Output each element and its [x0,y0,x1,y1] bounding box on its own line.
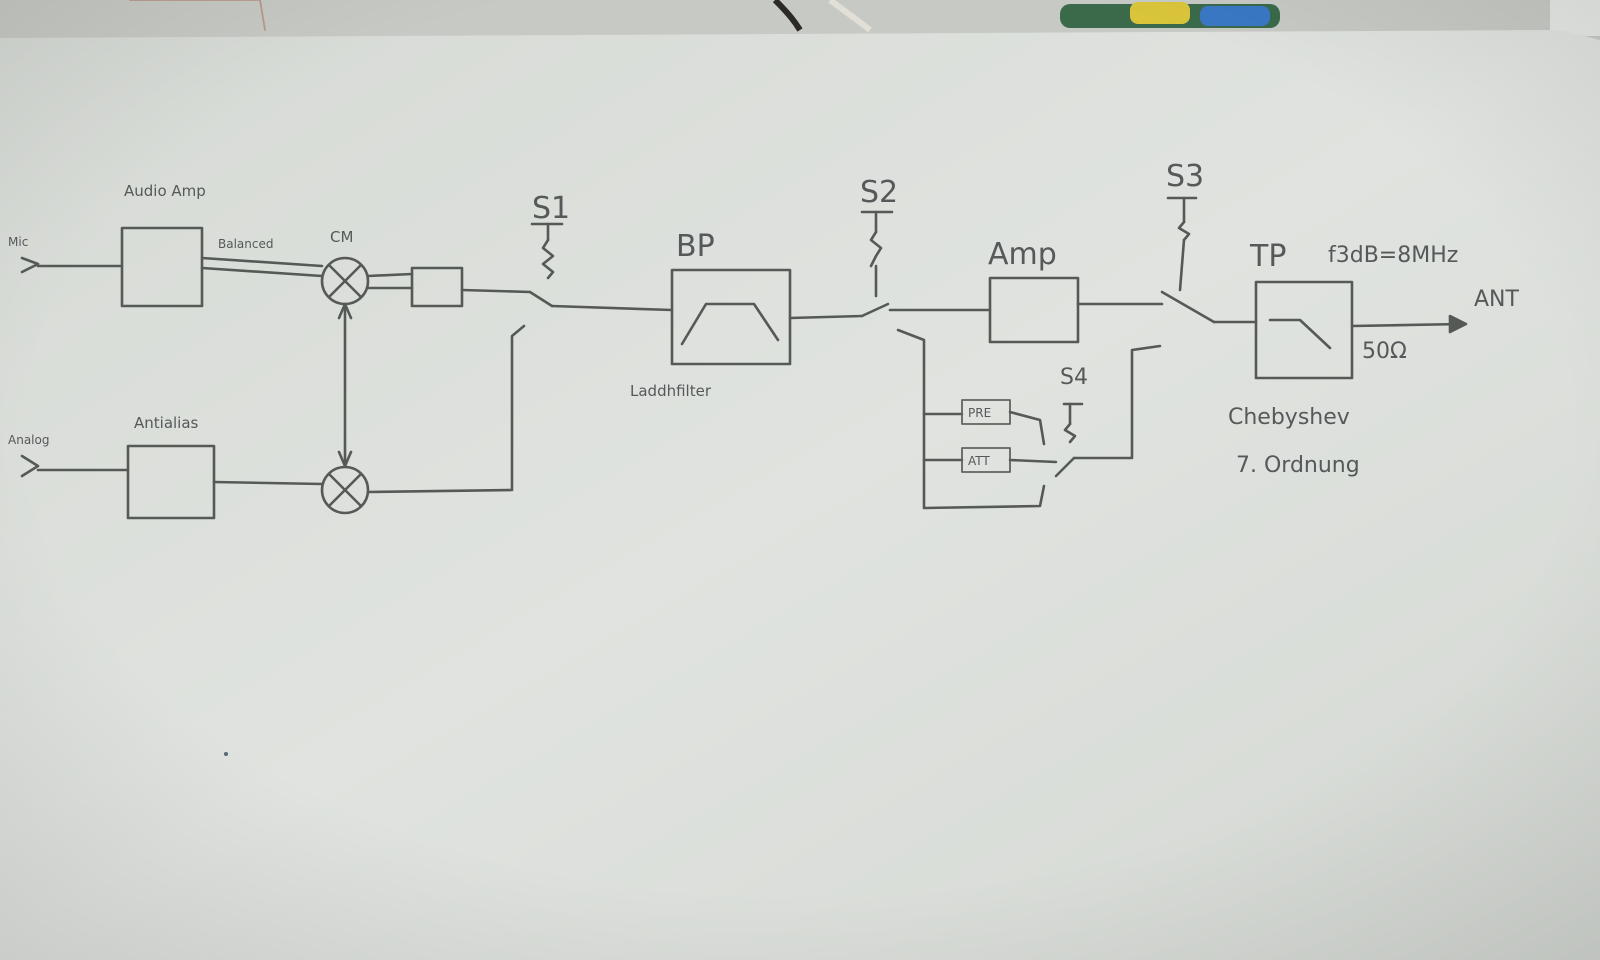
svg-text:S2: S2 [860,175,898,210]
svg-text:TP: TP [1249,239,1286,274]
svg-text:Audio Amp: Audio Amp [124,182,206,200]
wire-antialias-to-mixer [212,480,324,486]
ink-dot [224,752,228,756]
bypass-return-wire [1072,344,1162,460]
lo-link-arrow [337,302,353,468]
svg-text:ANT: ANT [1474,287,1520,312]
upper-filter-box [410,266,464,308]
svg-text:Mic: Mic [8,235,28,249]
svg-text:50Ω: 50Ω [1362,339,1407,364]
svg-text:Balanced: Balanced [218,237,273,251]
svg-text:ATT: ATT [968,454,990,468]
lowpass-block: TP f3dB=8MHz Chebyshev 7. Ordnung [1228,239,1458,478]
bypass-outer-wire [896,328,1046,510]
svg-text:CM: CM [330,228,353,246]
svg-text:7. Ordnung: 7. Ordnung [1236,453,1360,478]
switch-s3: S3 [1160,159,1216,324]
mixer-to-box-wires [366,272,414,290]
svg-text:Chebyshev: Chebyshev [1228,405,1350,430]
wire-bp-to-s2 [788,314,864,320]
amp-block: Amp [988,237,1080,344]
svg-text:S1: S1 [532,191,570,226]
svg-text:S4: S4 [1060,365,1088,390]
wire-lower-mixer-to-s1 [366,324,526,494]
svg-text:PRE: PRE [968,406,991,420]
wire-att-to-s4 [1008,458,1058,464]
wire-box-to-s1 [460,288,532,294]
wire-s1-to-bp [550,304,674,312]
svg-text:Laddhfilter: Laddhfilter [630,382,712,400]
svg-text:Amp: Amp [988,237,1057,272]
svg-text:S3: S3 [1166,159,1204,194]
svg-text:Antialias: Antialias [134,414,199,432]
switch-s4: S4 [1054,365,1088,478]
wire-pre-to-s4 [1008,410,1046,446]
svg-text:f3dB=8MHz: f3dB=8MHz [1328,243,1458,268]
output-to-antenna: 50Ω ANT [1350,287,1520,364]
svg-text:BP: BP [676,229,715,264]
switch-s1: S1 [528,191,570,308]
svg-text:Analog: Analog [8,433,49,447]
analog-input: Analog [8,433,49,478]
switch-s2: S2 [860,175,898,318]
balanced-lines: Balanced [200,237,324,278]
mic-input: Mic [8,235,40,274]
